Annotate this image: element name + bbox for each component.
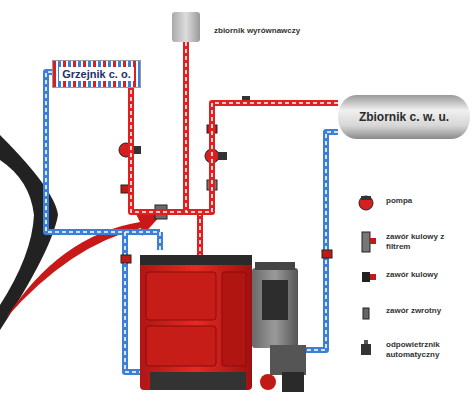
- swoosh-red-arrow: [6, 212, 162, 318]
- legend-label: pompa: [386, 196, 456, 206]
- supply-pipe: [200, 212, 201, 258]
- legend-label: zawór kulowy: [386, 270, 456, 280]
- valve-symbols: [121, 96, 332, 263]
- boiler: [140, 255, 306, 392]
- hot-water-tank: Zbiornik c. w. u.: [338, 95, 470, 139]
- expansion-tank: zbiornik wyrównawczy: [172, 12, 200, 42]
- return-pipes: [46, 72, 338, 372]
- radiator-box: Grzejnik c. o.: [52, 60, 141, 88]
- node-label: Zbiornik c. w. u.: [359, 110, 449, 124]
- legend-label: odpowietrznik automatyczny: [386, 340, 456, 360]
- legend-label: zawór kulowy z filtrem: [386, 232, 456, 252]
- legend-symbols: [359, 196, 376, 355]
- supply-pipe: [186, 42, 338, 212]
- node-label: Grzejnik c. o.: [59, 67, 133, 81]
- legend-label: zawór zwrotny: [386, 306, 456, 316]
- node-label: zbiornik wyrównawczy: [214, 26, 300, 35]
